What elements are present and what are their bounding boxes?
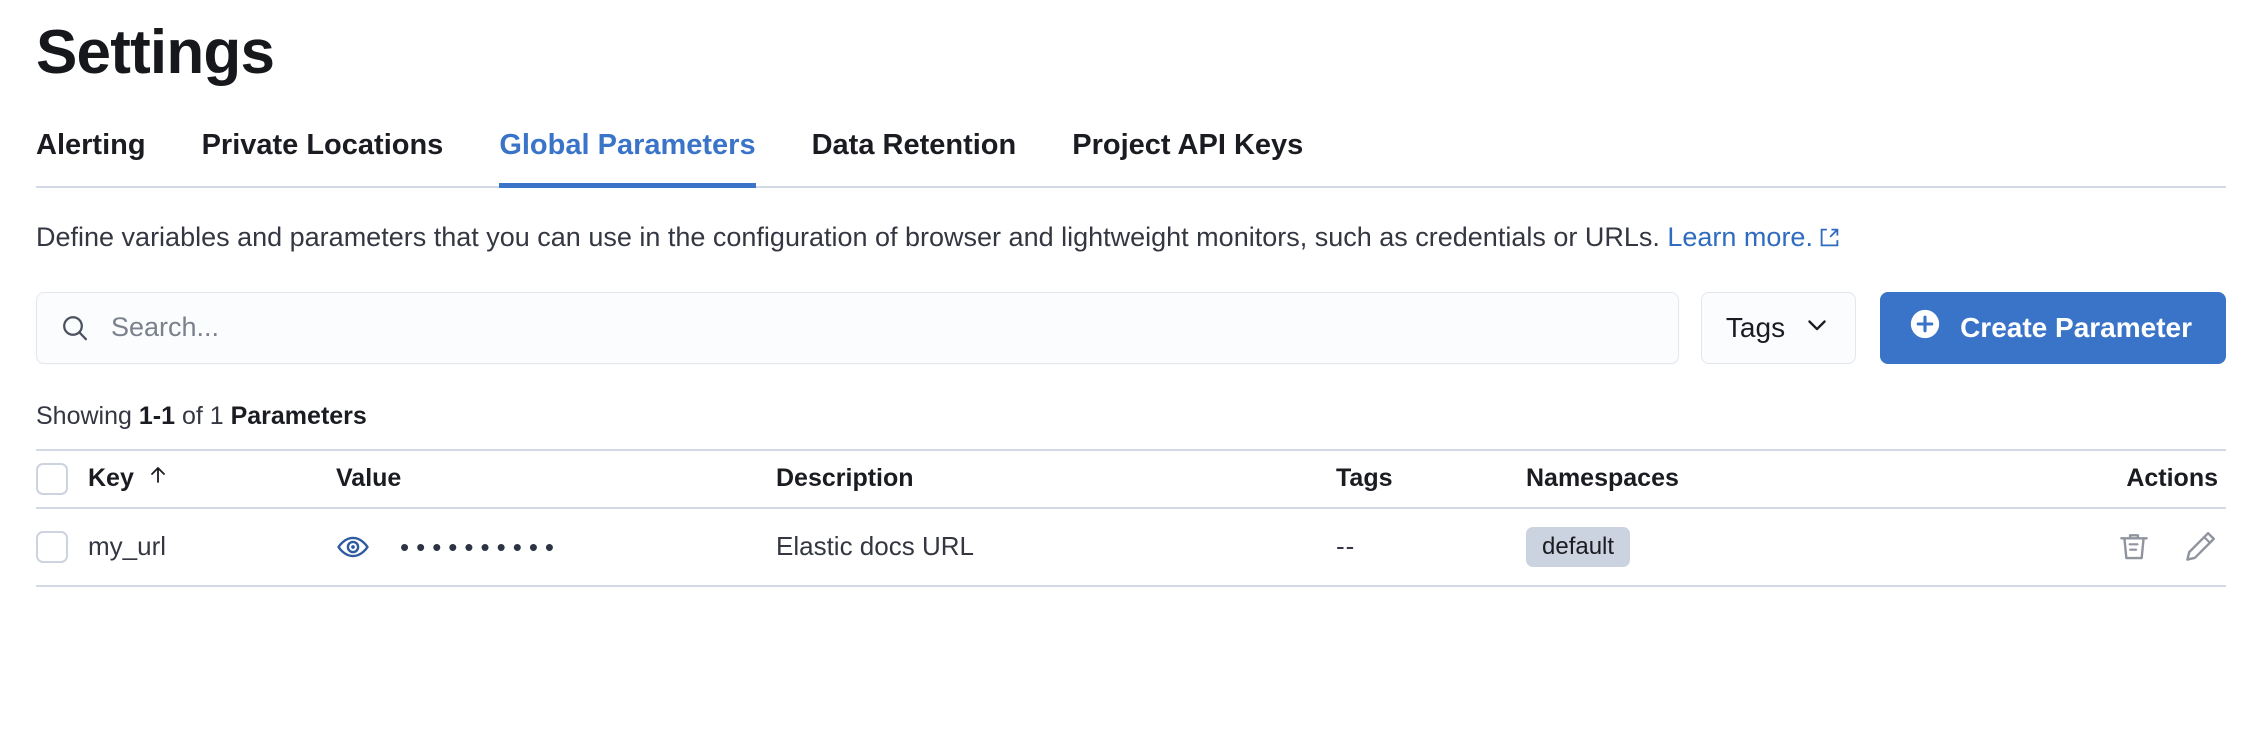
- column-header-tags[interactable]: Tags: [1336, 464, 1393, 493]
- page-description: Define variables and parameters that you…: [36, 220, 2216, 256]
- summary-range: 1-1: [138, 401, 175, 430]
- namespace-badge: default: [1526, 526, 1631, 567]
- results-summary: Showing 1-1 of 1 Parameters: [36, 402, 2226, 431]
- arrow-up-icon: [146, 463, 170, 494]
- search-box[interactable]: [36, 291, 1679, 364]
- column-header-description[interactable]: Description: [776, 464, 914, 493]
- tab-project-api-keys[interactable]: Project API Keys: [1072, 129, 1304, 161]
- select-all-cell: [36, 462, 88, 495]
- column-header-namespaces[interactable]: Namespaces: [1526, 464, 1679, 493]
- plus-circle-icon: [1908, 307, 1942, 348]
- tab-list: Alerting Private Locations Global Parame…: [36, 129, 2226, 188]
- tabs-divider: [36, 185, 2226, 188]
- parameters-table: Key Value Description Tags Namespaces Ac…: [36, 448, 2226, 587]
- row-select-cell: [36, 530, 88, 563]
- cell-value: ••••••••••: [336, 530, 776, 564]
- summary-prefix: Showing: [36, 401, 139, 430]
- tab-private-locations[interactable]: Private Locations: [201, 129, 444, 161]
- column-header-key[interactable]: Key: [88, 463, 336, 494]
- controls-row: Tags Create Parameter: [36, 291, 2226, 364]
- pencil-icon[interactable]: [2182, 529, 2218, 565]
- cell-namespaces: default: [1526, 526, 2008, 567]
- tags-empty-value: --: [1336, 531, 1356, 562]
- page-title: Settings: [36, 18, 275, 87]
- cell-actions: [2008, 529, 2226, 565]
- cell-key: my_url: [88, 531, 167, 562]
- cell-description: Elastic docs URL: [776, 531, 974, 562]
- learn-more-link[interactable]: Learn more.: [1667, 221, 1813, 252]
- tags-filter-label: Tags: [1725, 311, 1786, 343]
- create-parameter-label: Create Parameter: [1960, 311, 2192, 343]
- masked-value: ••••••••••: [400, 531, 562, 562]
- search-icon: [59, 312, 91, 344]
- tabs-container: Alerting Private Locations Global Parame…: [36, 129, 2226, 188]
- external-link-icon: [1819, 222, 1840, 256]
- tab-global-parameters[interactable]: Global Parameters: [499, 129, 756, 188]
- eye-icon[interactable]: [336, 530, 370, 564]
- description-text: Define variables and parameters that you…: [36, 221, 1668, 252]
- trash-icon[interactable]: [2116, 529, 2152, 565]
- table-row: my_url •••••••••• Elastic docs URL -- de…: [36, 509, 2226, 587]
- column-header-actions: Actions: [2126, 464, 2218, 493]
- create-parameter-button[interactable]: Create Parameter: [1880, 291, 2226, 364]
- search-input[interactable]: [109, 291, 1656, 364]
- column-header-actions-cell: Actions: [2008, 464, 2226, 493]
- summary-middle: of 1: [175, 401, 231, 430]
- summary-noun: Parameters: [230, 401, 367, 430]
- cell-tags: --: [1336, 531, 1526, 562]
- column-header-key-label: Key: [88, 464, 134, 493]
- tab-alerting[interactable]: Alerting: [36, 129, 146, 161]
- chevron-down-icon: [1803, 311, 1831, 344]
- tags-filter-button[interactable]: Tags: [1700, 291, 1857, 364]
- tab-data-retention[interactable]: Data Retention: [811, 129, 1017, 161]
- table-header-row: Key Value Description Tags Namespaces Ac…: [36, 448, 2226, 509]
- select-all-checkbox[interactable]: [36, 462, 68, 495]
- row-select-checkbox[interactable]: [36, 530, 68, 563]
- column-header-value[interactable]: Value: [336, 464, 402, 493]
